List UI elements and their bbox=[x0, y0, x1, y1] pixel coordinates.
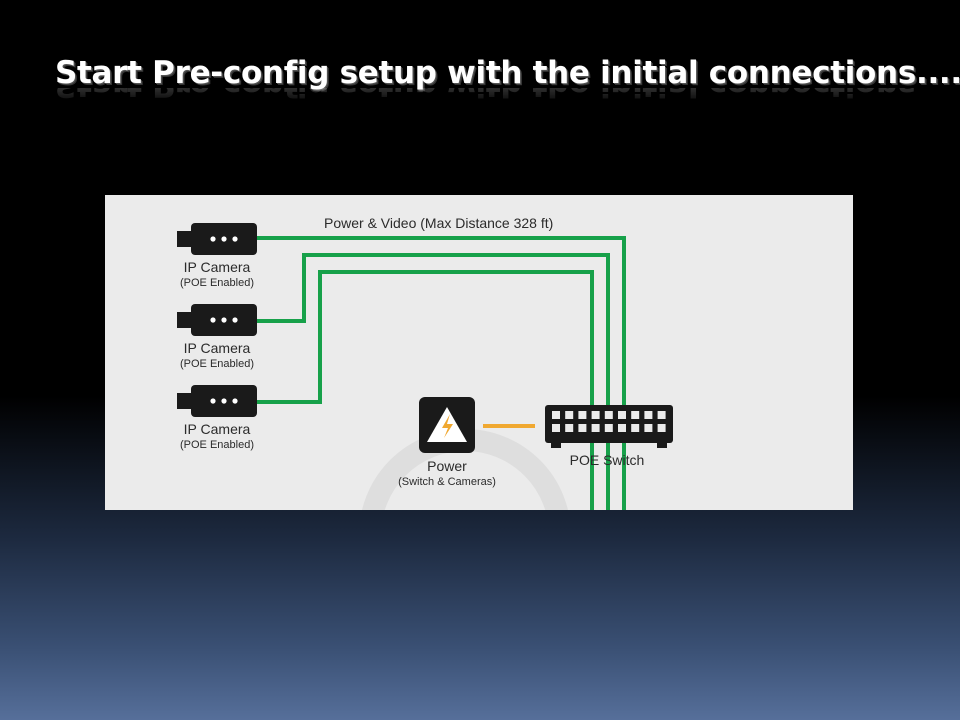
switch-port bbox=[657, 411, 666, 419]
slide-title-reflection: Start Pre-config setup with the initial … bbox=[55, 88, 935, 106]
camera-label: IP Camera bbox=[184, 259, 251, 275]
ip-camera-2: IP Camera (POE Enabled) bbox=[177, 304, 257, 370]
high-voltage-icon bbox=[427, 407, 467, 442]
camera-icon bbox=[177, 304, 257, 336]
cable-camera-2 bbox=[257, 253, 610, 510]
switch-port bbox=[591, 424, 600, 432]
switch-port bbox=[604, 411, 613, 419]
network-diagram: Power & Video (Max Distance 328 ft) IP C… bbox=[105, 195, 853, 510]
switch-port bbox=[644, 411, 653, 419]
power-sublabel: (Switch & Cameras) bbox=[398, 476, 496, 488]
diagram-canvas: Power & Video (Max Distance 328 ft) IP C… bbox=[177, 215, 673, 510]
switch-port bbox=[552, 424, 560, 432]
link-label: Power & Video (Max Distance 328 ft) bbox=[324, 215, 553, 231]
camera-icon bbox=[177, 385, 257, 417]
poe-switch: POE Switch bbox=[545, 405, 673, 468]
switch-label: POE Switch bbox=[570, 452, 645, 468]
camera-icon bbox=[177, 223, 257, 255]
switch-port bbox=[618, 411, 626, 419]
switch-port bbox=[618, 424, 626, 432]
slide-title: Start Pre-config setup with the initial … bbox=[55, 55, 960, 91]
switch-port bbox=[657, 424, 666, 432]
switch-port bbox=[565, 424, 574, 432]
camera-sublabel: (POE Enabled) bbox=[180, 358, 254, 370]
switch-port bbox=[604, 424, 613, 432]
switch-icon bbox=[545, 405, 673, 448]
camera-label: IP Camera bbox=[184, 421, 251, 437]
switch-ports bbox=[552, 411, 666, 432]
switch-port bbox=[578, 411, 587, 419]
ip-camera-1: IP Camera (POE Enabled) bbox=[177, 223, 257, 289]
camera-label: IP Camera bbox=[184, 340, 251, 356]
switch-port bbox=[591, 411, 600, 419]
camera-sublabel: (POE Enabled) bbox=[180, 439, 254, 451]
switch-port bbox=[644, 424, 653, 432]
switch-port bbox=[631, 424, 640, 432]
cable-camera-3 bbox=[257, 270, 594, 510]
switch-port bbox=[631, 411, 640, 419]
switch-port bbox=[552, 411, 560, 419]
power-supply: Power (Switch & Cameras) bbox=[398, 397, 496, 488]
power-label: Power bbox=[427, 458, 467, 474]
switch-port bbox=[578, 424, 587, 432]
ip-camera-3: IP Camera (POE Enabled) bbox=[177, 385, 257, 451]
switch-port bbox=[565, 411, 574, 419]
camera-sublabel: (POE Enabled) bbox=[180, 277, 254, 289]
